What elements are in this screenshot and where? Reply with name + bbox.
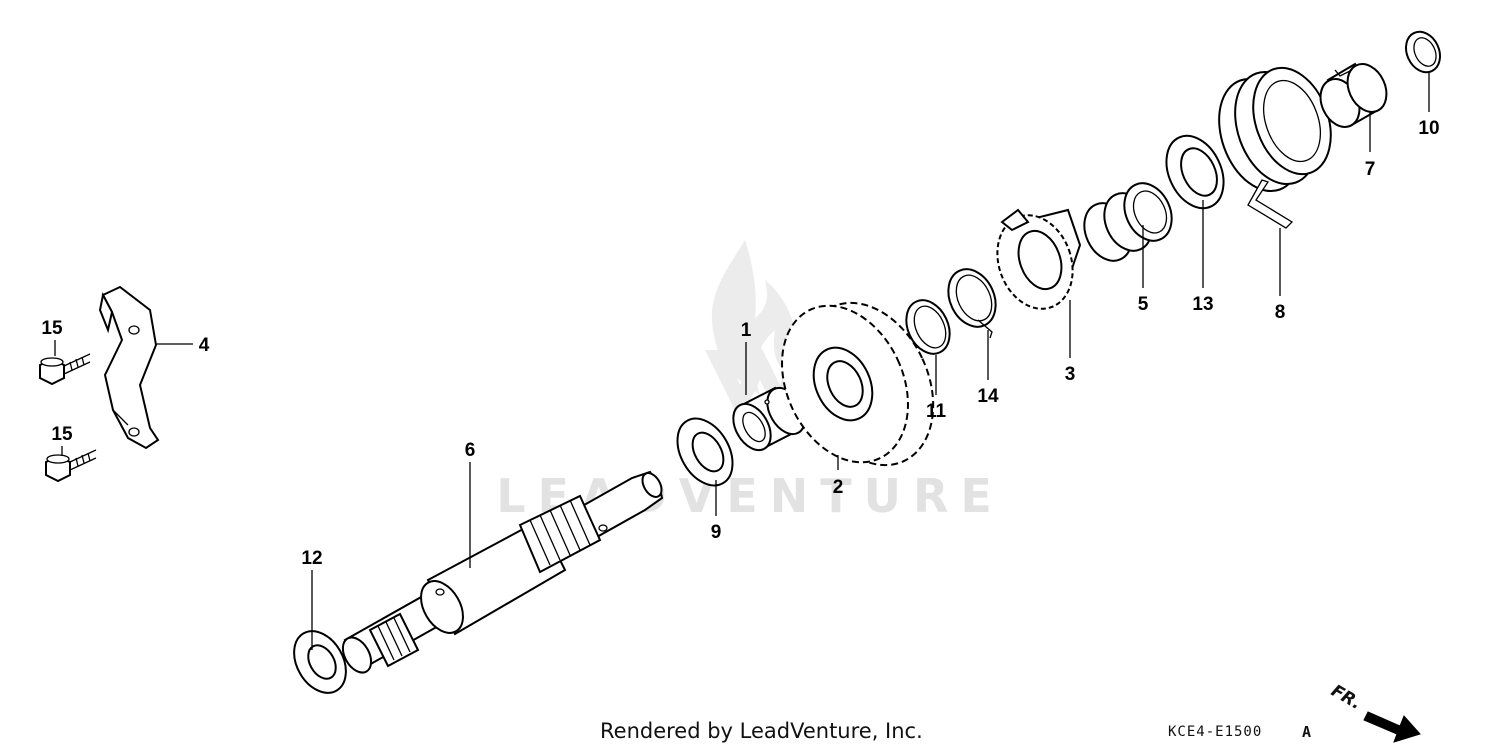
- part-13-washer: [1165, 134, 1225, 210]
- part-label-4: 4: [199, 335, 210, 356]
- part-label-15-upper: 15: [41, 318, 63, 339]
- part-label-15-lower: 15: [51, 424, 73, 445]
- part-label-13: 13: [1192, 294, 1213, 315]
- part-11-snap-ring: [905, 299, 951, 355]
- part-15-bolt-upper: [39, 353, 91, 386]
- part-14-circlip: [947, 268, 997, 339]
- part-3-ratchet: [996, 208, 1082, 310]
- part-label-2: 2: [833, 477, 844, 498]
- diagram-code-suffix: A: [1302, 723, 1311, 741]
- part-label-10: 10: [1418, 118, 1439, 139]
- footer: Rendered by LeadVenture, Inc. KCE4-E1500…: [600, 719, 1311, 743]
- part-label-6: 6: [465, 440, 476, 461]
- part-9-thrust-washer: [676, 417, 734, 487]
- part-10-washer-ring: [1404, 30, 1442, 74]
- part-label-12: 12: [301, 548, 322, 569]
- part-7-spring-collar: [1319, 62, 1388, 128]
- part-label-8: 8: [1275, 302, 1286, 323]
- part-label-9: 9: [711, 522, 722, 543]
- part-8-return-spring: [1218, 66, 1332, 229]
- diagram-code: KCE4-E1500: [1168, 724, 1262, 740]
- leader-lines: [54, 73, 1430, 650]
- part-5-ratchet-spring: [1083, 182, 1173, 262]
- part-label-7: 7: [1365, 159, 1376, 180]
- arrow-right-icon: [1363, 711, 1421, 743]
- part-label-11: 11: [926, 401, 947, 422]
- part-labels: 1 2 3 4 5 6 7 8 9 10 11 12 13 14 15 15: [41, 118, 1439, 569]
- front-direction-label: FR.: [1328, 681, 1365, 714]
- part-6-kickstarter-spindle: [341, 470, 664, 674]
- part-2-kickstarter-idle-gear: [781, 301, 935, 467]
- part-1-collar: [732, 386, 806, 452]
- part-label-3: 3: [1065, 364, 1076, 385]
- part-15-bolt-lower: [45, 449, 97, 483]
- front-direction-marker: FR.: [1328, 681, 1421, 743]
- part-4-stopper-plate: [98, 285, 160, 450]
- rendered-by-credit: Rendered by LeadVenture, Inc.: [600, 719, 923, 743]
- part-label-14: 14: [977, 386, 999, 407]
- part-12-thrust-washer: [293, 630, 347, 694]
- part-label-1: 1: [741, 320, 752, 341]
- part-label-5: 5: [1138, 294, 1149, 315]
